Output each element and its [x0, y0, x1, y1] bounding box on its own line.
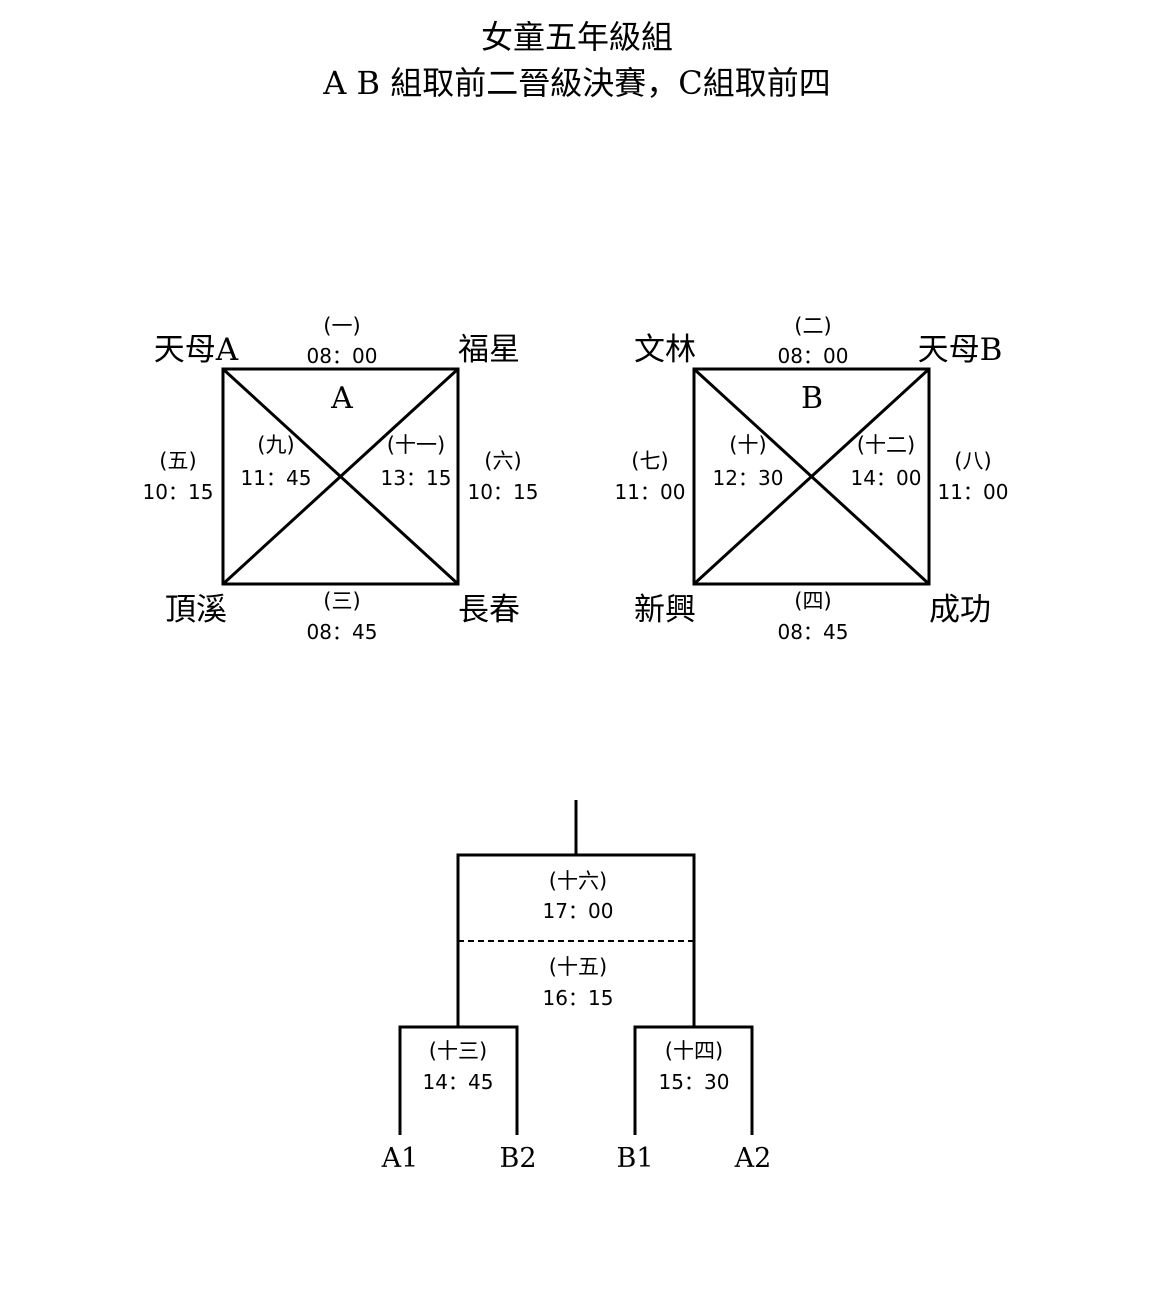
team-b-top-left: 文林 [634, 332, 696, 368]
group-a: A 天母A 福星 頂溪 長春 (一) 08：00 (三) 08：45 (五) 1… [143, 314, 539, 644]
match-b-bottom-time: 08：45 [778, 620, 849, 644]
match-b-left-time: 11：00 [615, 480, 686, 504]
team-a-bottom-right: 長春 [458, 592, 520, 628]
match-semi1-time: 14：45 [423, 1070, 494, 1094]
match-a-top-time: 08：00 [307, 344, 378, 368]
bracket-semi2-box [633, 1025, 754, 1135]
group-a-diagonal-2 [221, 367, 460, 586]
seed-b2: B2 [499, 1143, 536, 1174]
match-b-diag2-time: 14：00 [851, 466, 922, 490]
team-b-bottom-left: 新興 [634, 592, 696, 628]
team-a-bottom-left: 頂溪 [165, 592, 227, 628]
match-a-diag2-number: (十一) [387, 433, 445, 457]
match-b-top-time: 08：00 [778, 344, 849, 368]
match-a-top-number: (一) [323, 314, 360, 338]
match-b-diag2-number: (十二) [857, 433, 915, 457]
match-semi2-time: 15：30 [659, 1070, 730, 1094]
group-b-diagonal-2 [692, 367, 931, 586]
team-a-top-right: 福星 [458, 332, 520, 368]
match-final-time: 17：00 [543, 899, 614, 923]
match-a-right-number: (六) [484, 449, 521, 473]
team-b-bottom-right: 成功 [929, 592, 991, 628]
group-b: B 文林 天母B 新興 成功 (二) 08：00 (四) 08：45 (七) 1… [615, 314, 1009, 644]
team-a-top-left: 天母A [154, 332, 239, 368]
match-third-number: (十五) [549, 955, 607, 979]
group-b-label: B [801, 381, 823, 416]
team-b-top-right: 天母B [918, 332, 1003, 368]
match-b-left-number: (七) [631, 449, 668, 473]
match-a-bottom-number: (三) [323, 589, 360, 613]
group-a-label: A [330, 381, 353, 416]
group-b-square [692, 367, 931, 586]
match-a-left-number: (五) [159, 449, 196, 473]
match-a-right-time: 10：15 [468, 480, 539, 504]
match-b-bottom-number: (四) [794, 589, 831, 613]
bracket-semi1-box [398, 1025, 519, 1135]
match-b-diag1-number: (十) [729, 433, 766, 457]
match-a-diag2-time: 13：15 [381, 466, 452, 490]
match-semi2-number: (十四) [665, 1039, 723, 1063]
page-title: 女童五年級組 [480, 18, 673, 56]
seed-a2: A2 [734, 1143, 772, 1174]
match-b-right-time: 11：00 [938, 480, 1009, 504]
match-final-number: (十六) [549, 869, 607, 893]
match-third-time: 16：15 [543, 986, 614, 1010]
match-b-right-number: (八) [954, 449, 991, 473]
match-a-diag1-number: (九) [257, 433, 294, 457]
page-subtitle: A B 組取前二晉級決賽，C組取前四 [323, 64, 831, 102]
seed-b1: B1 [616, 1143, 653, 1174]
match-a-bottom-time: 08：45 [307, 620, 378, 644]
match-a-left-time: 10：15 [143, 480, 214, 504]
seed-a1: A1 [381, 1143, 419, 1174]
match-b-diag1-time: 12：30 [713, 466, 784, 490]
knockout-bracket: (十六) 17：00 (十五) 16：15 (十三) 14：45 (十四) 15… [381, 800, 772, 1174]
match-semi1-number: (十三) [429, 1039, 487, 1063]
group-a-square [221, 367, 460, 586]
match-b-top-number: (二) [794, 314, 831, 338]
match-a-diag1-time: 11：45 [241, 466, 312, 490]
